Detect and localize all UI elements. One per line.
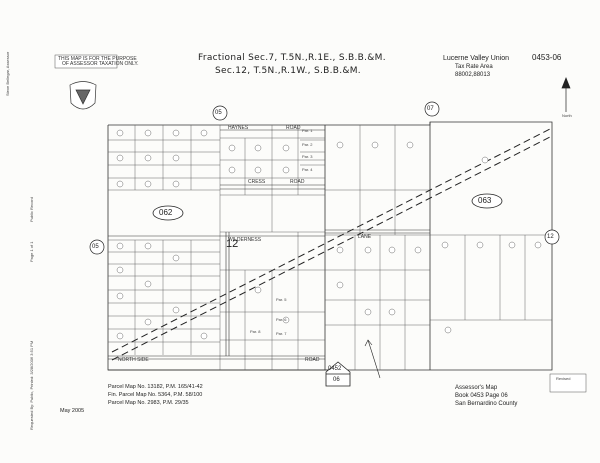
road-label-road: ROAD xyxy=(286,125,301,131)
map-title-line-1: Fractional Sec.7, T.5N.,R.1E., S.B.B.&M. xyxy=(198,53,386,63)
notice-line-1: THIS MAP IS FOR THE PURPOSE xyxy=(58,56,137,62)
notice-line-2: OF ASSESSOR TAXATION ONLY. xyxy=(62,61,139,67)
district-code: 0453-06 xyxy=(532,53,562,62)
parcel-label-4: Par. 4 xyxy=(302,167,313,172)
assessor-line-2: Book 0453 Page 06 xyxy=(455,393,508,399)
road-label-wilderness: WILDERNESS xyxy=(228,237,262,243)
parcel-label-1: Par. 1 xyxy=(302,128,313,133)
parcel-map-ref-3: Parcel Map No. 2983, P.M. 29/35 xyxy=(108,400,189,406)
section-number-07: 07 xyxy=(427,106,434,112)
side-label-requested: Requested By: Public, Printed: 3/28/2006… xyxy=(29,340,34,430)
county-seal xyxy=(69,81,97,110)
north-label: North xyxy=(562,113,572,118)
road-label-lane: LANE xyxy=(358,234,372,240)
section-circles xyxy=(89,101,560,255)
parcel-label-2: Par. 2 xyxy=(302,142,313,147)
road-lines xyxy=(108,129,430,360)
book-label-0452: 0452 xyxy=(328,366,342,372)
parcel-grid-left xyxy=(108,125,221,370)
parcel-circles xyxy=(116,129,542,340)
side-label-page: Page 1 of 1 xyxy=(29,241,34,262)
parcel-label-7: Par. 7 xyxy=(276,331,287,336)
side-label-public: Public Record xyxy=(29,197,34,222)
road-label-road-3: ROAD xyxy=(305,357,320,363)
revised-label: Revised xyxy=(556,376,571,381)
road-label-road-2: ROAD xyxy=(290,179,305,185)
revised-box xyxy=(549,373,587,393)
map-date: May 2005 xyxy=(60,408,85,414)
section-frame xyxy=(107,121,553,371)
book-label-062: 062 xyxy=(159,208,173,217)
parcel-grid-right xyxy=(325,125,552,370)
parcel-label-5: Par. 5 xyxy=(276,297,287,302)
district-line-2: Tax Rate Area xyxy=(455,64,493,70)
district-line-1: Lucerne Valley Union xyxy=(443,55,510,62)
section-number-12-right: 12 xyxy=(547,234,554,240)
parcel-map-ref-1: Parcel Map No. 13182, P.M. 165/41-42 xyxy=(108,384,203,390)
notice-box xyxy=(54,54,118,69)
pointer-arrow xyxy=(364,339,381,379)
parcel-label-6: Par. 6 xyxy=(276,317,287,322)
assessor-line-3: San Bernardino County xyxy=(455,401,518,407)
section-number-05: 05 xyxy=(215,110,222,116)
road-label-cress: CRESS xyxy=(248,179,266,185)
parcel-label-8: Par. 8 xyxy=(250,329,261,334)
district-line-3: 88002,88013 xyxy=(455,72,491,78)
parcel-label-3: Par. 3 xyxy=(302,154,313,159)
railroad-line xyxy=(111,127,553,361)
ref-0452-box xyxy=(325,361,351,387)
map-title-line-2: Sec.12, T.5N.,R.1W., S.B.B.&M. xyxy=(215,66,361,76)
book-ovals xyxy=(152,193,503,221)
road-label-north-side: NORTH SIDE xyxy=(118,357,149,363)
assessor-line-1: Assessor's Map xyxy=(455,385,498,391)
road-label-haynes: HAYNES xyxy=(228,125,249,131)
side-label-assessor: Steve Bellegar, Assessor xyxy=(5,51,10,96)
parcel-map-ref-2: Fin. Parcel Map No. 5364, P.M. 58/100 xyxy=(108,392,203,398)
section-number-12-center: 12 xyxy=(226,238,239,250)
book-label-063: 063 xyxy=(478,196,492,205)
book-label-0452-sub: 06 xyxy=(333,377,340,383)
north-arrow xyxy=(561,77,571,112)
section-number-05-left: 05 xyxy=(92,244,99,250)
